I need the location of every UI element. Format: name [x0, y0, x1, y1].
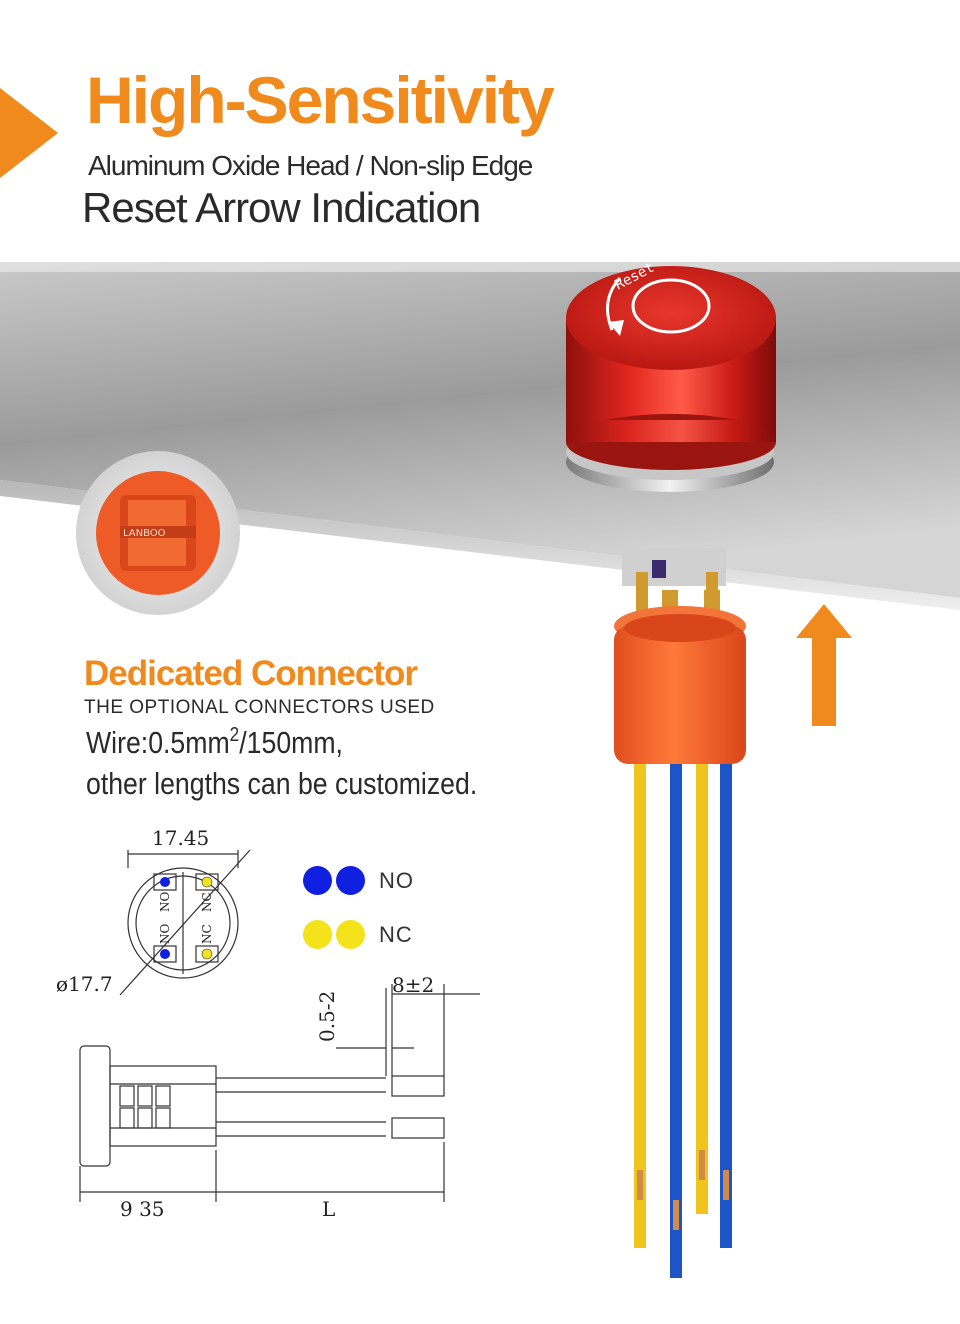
legend-nc-label: NC	[379, 921, 413, 947]
nc-dot-icon	[336, 920, 365, 949]
dim-gap: 0.5-2	[315, 991, 339, 1042]
pin-label-nc-top: NC	[200, 892, 214, 912]
dim-strip: 8±2	[392, 973, 434, 997]
wire-blue-1	[670, 764, 682, 1269]
dim-length: L	[322, 1197, 335, 1221]
product-illustration: Reset LANBOO	[0, 260, 960, 615]
wire-blue-2	[720, 764, 732, 1244]
wire-yellow-2	[696, 764, 708, 1214]
red-push-button-cap	[566, 266, 776, 492]
legend-no: NO	[303, 866, 414, 895]
connector-inset: LANBOO	[76, 451, 240, 615]
nc-dot-icon	[303, 920, 332, 949]
wire-yellow-1	[634, 764, 646, 1244]
legend-no-label: NO	[379, 867, 414, 893]
arrow-up-icon	[796, 604, 852, 726]
orange-triangle-marker	[0, 88, 58, 178]
no-dot-icon	[336, 866, 365, 895]
dim-base: 9 35	[120, 1197, 165, 1221]
connector-brand-label: LANBOO	[123, 528, 166, 539]
pin-label-nc-bottom: NC	[200, 924, 214, 944]
page-title: High-Sensitivity	[86, 63, 555, 137]
wire-spec: Wire:0.5mm2/150mm,	[86, 724, 343, 760]
connector-caption: THE OPTIONAL CONNECTORS USED	[84, 697, 435, 718]
legend-nc: NC	[303, 920, 413, 949]
connector-with-wires	[614, 590, 746, 1278]
subtitle-reset-arrow: Reset Arrow Indication	[82, 184, 481, 231]
subtitle-head-edge: Aluminum Oxide Head / Non-slip Edge	[88, 150, 533, 181]
custom-lengths-note: other lengths can be customized.	[86, 766, 478, 801]
technical-drawing: NO NO NC NC 17.45 ø17.7 0.5-2 8±2 9 35 L	[56, 826, 480, 1221]
pin-label-no-bottom: NO	[158, 924, 172, 945]
connector-heading: Dedicated Connector	[84, 654, 418, 693]
dim-diameter: ø17.7	[56, 972, 113, 996]
orange-connector-housing	[614, 626, 746, 764]
pin-label-no-top: NO	[158, 892, 172, 913]
dim-width: 17.45	[152, 826, 209, 850]
no-dot-icon	[303, 866, 332, 895]
